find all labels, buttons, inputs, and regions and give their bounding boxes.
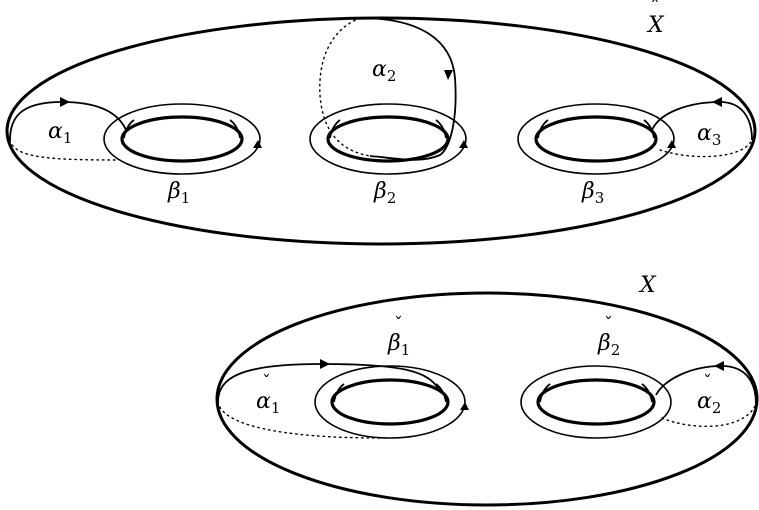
alpha-1-arrow [60, 97, 70, 107]
top-handle-1 [103, 103, 262, 175]
beta-1-curve [103, 103, 261, 175]
bottom-surface-outline [215, 291, 759, 507]
beta-check-1-label: β1 [387, 331, 410, 359]
beta-3-curve [517, 103, 675, 175]
beta-3-arrow [667, 140, 676, 148]
alpha-check-1-accent: ˇ [262, 372, 271, 393]
beta-1-arrow [253, 140, 262, 148]
beta-check-2-ring [520, 365, 672, 439]
bottom-handle-1 [314, 365, 469, 439]
bottom-surface-label: X [638, 273, 657, 298]
beta-check-1-arrow [460, 402, 469, 410]
beta-check-1-ring [314, 365, 466, 439]
alpha-check-2-accent: ˇ [703, 372, 712, 393]
alpha-2-curve [319, 17, 457, 161]
beta-2-label: β2 [373, 179, 396, 207]
alpha-check-1-arrow [320, 359, 330, 369]
top-handle-2 [309, 103, 468, 175]
alpha-3-label: α3 [697, 121, 721, 149]
bottom-handle-2 [520, 365, 672, 439]
beta-check-2-accent: ˇ [604, 314, 613, 335]
top-surface-outline [5, 16, 757, 246]
beta-2-curve [309, 103, 467, 175]
alpha-check-1-curve [217, 359, 441, 439]
alpha-check-2-arrow [714, 361, 724, 371]
top-surface-hat: ˆ [650, 0, 660, 19]
beta-check-2-label: β2 [597, 331, 620, 359]
top-surface-label: X [646, 13, 665, 38]
alpha-check-2-curve [655, 361, 757, 427]
alpha-2-label: α2 [372, 57, 396, 85]
alpha-3-curve [651, 97, 753, 158]
alpha-2-arrow [444, 70, 453, 80]
alpha-check-1-label: α1 [256, 389, 280, 417]
top-handle-3 [517, 103, 676, 175]
alpha-check-2-label: α2 [697, 389, 721, 417]
alpha-1-curve [9, 97, 127, 161]
beta-3-label: β3 [581, 179, 604, 207]
beta-2-arrow [459, 140, 468, 148]
alpha-3-arrow [712, 97, 722, 107]
beta-1-label: β1 [167, 179, 190, 207]
alpha-1-label: α1 [48, 119, 72, 147]
beta-check-1-accent: ˇ [394, 314, 403, 335]
